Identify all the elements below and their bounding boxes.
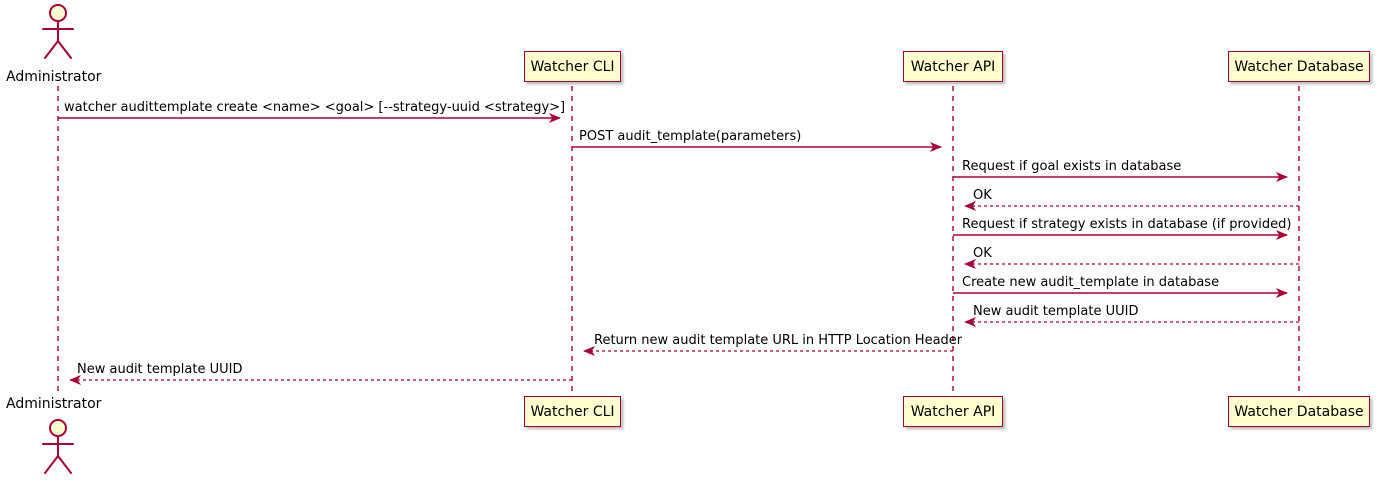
- message-label-3: Request if goal exists in database: [962, 159, 1182, 174]
- participant-box-watcher-cli-top[interactable]: Watcher CLI: [524, 51, 621, 82]
- actor-administrator-bottom: [42, 419, 74, 474]
- participant-label-watcher-api-bottom: Watcher API: [910, 403, 996, 420]
- message-label-8: New audit template UUID: [973, 304, 1139, 319]
- actor-administrator-top: [42, 4, 74, 59]
- participant-box-watcher-database-bottom[interactable]: Watcher Database: [1228, 396, 1370, 427]
- participant-label-watcher-api: Watcher API: [910, 58, 996, 75]
- message-label-6: OK: [973, 246, 992, 261]
- actor-label-administrator-top: Administrator: [6, 69, 102, 85]
- participant-label-watcher-cli: Watcher CLI: [530, 58, 615, 75]
- actor-label-administrator-bottom: Administrator: [6, 396, 102, 412]
- message-label-4: OK: [973, 188, 992, 203]
- message-label-1: watcher audittemplate create <name> <goa…: [64, 100, 566, 115]
- participant-label-watcher-cli-bottom: Watcher CLI: [530, 403, 615, 420]
- participant-label-watcher-database-bottom: Watcher Database: [1234, 403, 1364, 420]
- participant-box-watcher-cli-bottom[interactable]: Watcher CLI: [524, 396, 621, 427]
- message-label-5: Request if strategy exists in database (…: [962, 217, 1292, 232]
- message-label-7: Create new audit_template in database: [962, 275, 1220, 290]
- participant-box-watcher-api-top[interactable]: Watcher API: [903, 51, 1003, 82]
- message-label-2: POST audit_template(parameters): [579, 129, 802, 144]
- message-label-9: Return new audit template URL in HTTP Lo…: [594, 333, 963, 348]
- participant-box-watcher-api-bottom[interactable]: Watcher API: [903, 396, 1003, 427]
- participant-label-watcher-database: Watcher Database: [1234, 58, 1364, 75]
- message-label-10: New audit template UUID: [77, 362, 243, 377]
- participant-box-watcher-database-top[interactable]: Watcher Database: [1228, 51, 1370, 82]
